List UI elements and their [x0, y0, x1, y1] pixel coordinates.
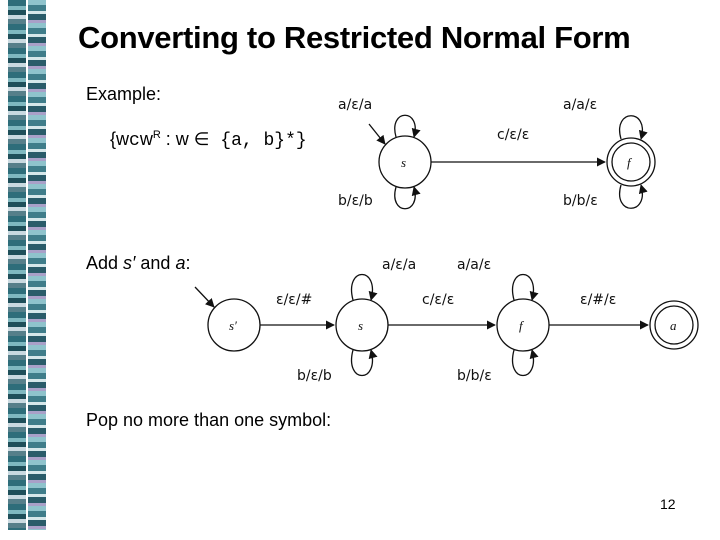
state-f-outer: [607, 138, 655, 186]
loop-s-2-bottom: [352, 350, 373, 376]
loop-f-2-top: [513, 275, 534, 301]
loop-s-top: [395, 115, 415, 137]
loop-f-bottom: [620, 185, 643, 208]
state-s-label: s: [401, 155, 406, 170]
label-sprime-to-s: ε/ε/#: [276, 292, 312, 308]
loop-f-2-bottom: [513, 350, 534, 376]
label-f-2-bottom: b/b/ε: [457, 368, 492, 384]
label-s-2-top: a/ε/a: [382, 257, 416, 273]
label-f-2-top: a/a/ε: [457, 257, 491, 273]
start-arrow-s: [369, 124, 385, 144]
loop-f-top: [620, 116, 643, 139]
start-arrow-s-prime: [195, 287, 214, 307]
label-s-2-bottom: b/ε/b: [297, 368, 332, 384]
state-s-prime-label: s′: [229, 318, 237, 333]
loop-s-bottom: [395, 187, 415, 209]
label-s-to-f: c/ε/ε: [497, 127, 529, 143]
label-s-top: a/ε/a: [338, 97, 372, 113]
label-f-to-a: ε/#/ε: [580, 292, 616, 308]
diagram-2: s′ s f a a/ε/a a/a/ε b/ε/b b/b/ε ε/ε/# c…: [195, 257, 698, 384]
state-f-2: [497, 299, 549, 351]
label-f-top: a/a/ε: [563, 97, 597, 113]
label-s-to-f-2: c/ε/ε: [422, 292, 454, 308]
label-s-bottom: b/ε/b: [338, 193, 373, 209]
label-f-bottom: b/b/ε: [563, 193, 598, 209]
loop-s-2-top: [352, 275, 373, 301]
diagram-1: s f a/ε/a b/ε/b a/a/ε b/b/ε c/ε/ε: [338, 97, 655, 209]
state-a-label: a: [670, 318, 677, 333]
state-s-2-label: s: [358, 318, 363, 333]
